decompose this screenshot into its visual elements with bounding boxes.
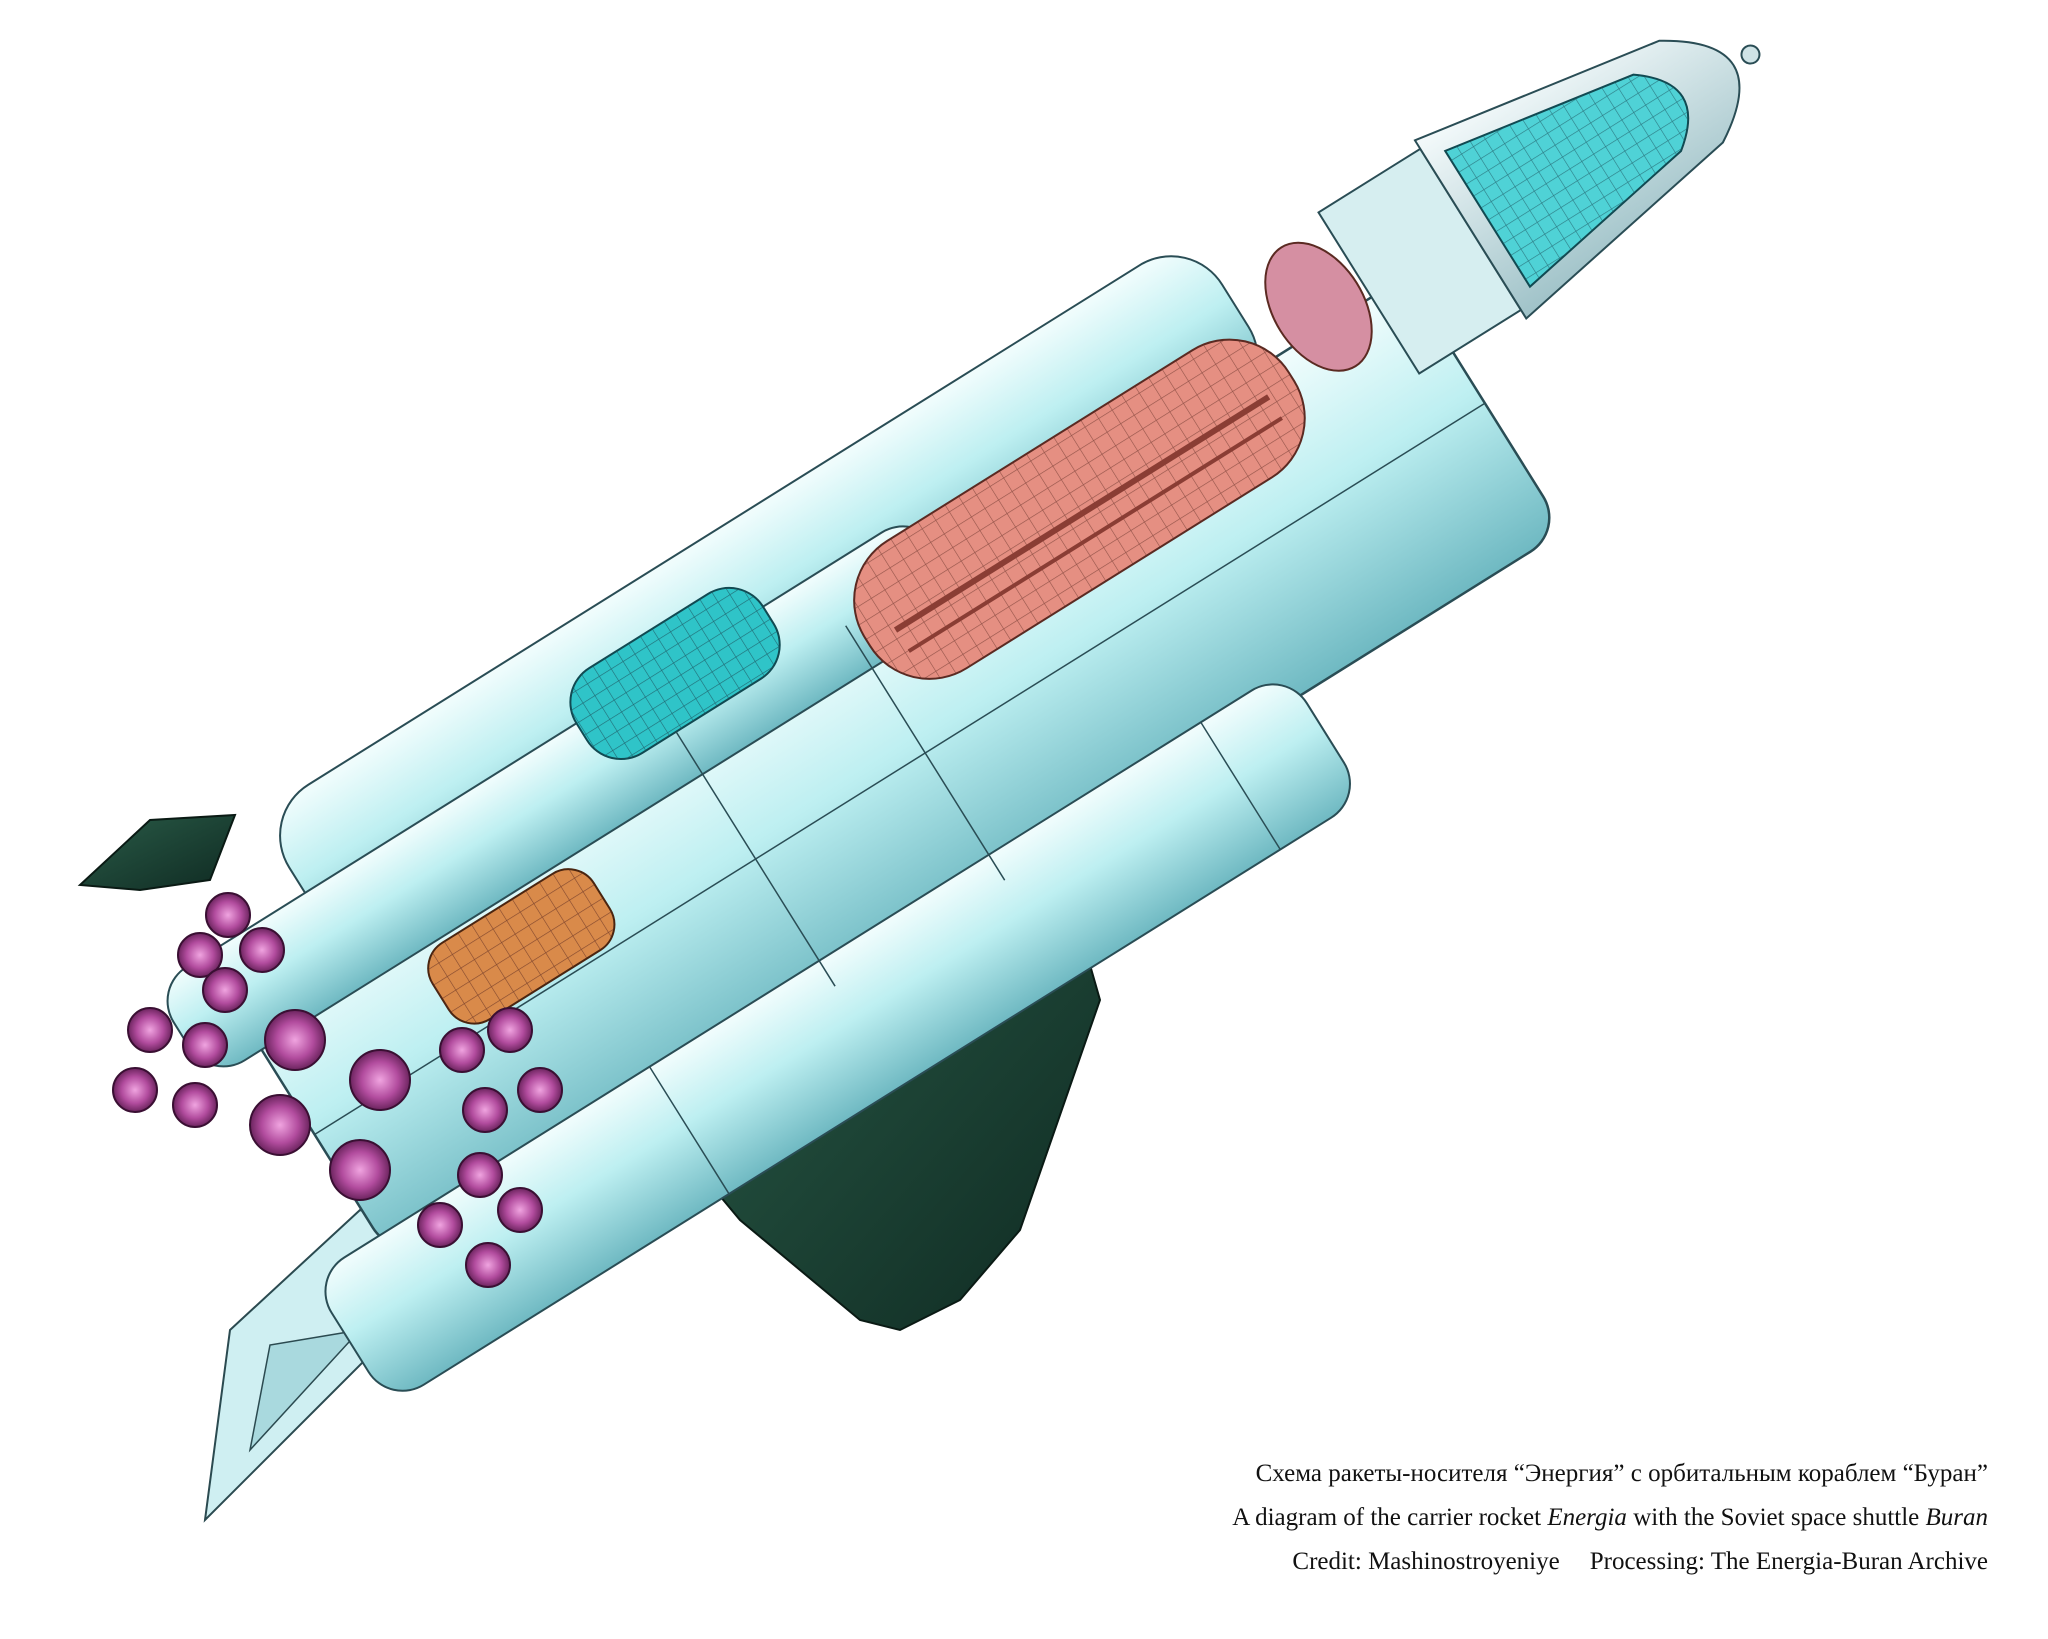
caption-english-part1: A diagram of the carrier rocket bbox=[1232, 1504, 1548, 1531]
caption: Схема ракеты-носителя “Энергия” с орбита… bbox=[1232, 1452, 1988, 1584]
caption-russian: Схема ракеты-носителя “Энергия” с орбита… bbox=[1255, 1460, 1988, 1487]
nozzle bbox=[239, 927, 285, 973]
nozzle bbox=[182, 1022, 228, 1068]
nose-tip bbox=[1740, 44, 1761, 65]
nozzle bbox=[349, 1049, 411, 1111]
caption-rocket-name: Energia bbox=[1547, 1504, 1627, 1531]
nozzle bbox=[264, 1009, 326, 1071]
shuttle-left-wing-tip bbox=[77, 813, 237, 892]
nozzle bbox=[457, 1152, 503, 1198]
nozzle bbox=[177, 932, 223, 978]
nozzle bbox=[202, 967, 248, 1013]
nozzle bbox=[497, 1187, 543, 1233]
caption-shuttle-name: Buran bbox=[1925, 1504, 1989, 1531]
credit-text: Credit: Mashinostroyeniye bbox=[1292, 1548, 1560, 1575]
nozzle bbox=[417, 1202, 463, 1248]
nozzle bbox=[127, 1007, 173, 1053]
caption-english-part2: with the Soviet space shuttle bbox=[1626, 1504, 1926, 1531]
nozzle bbox=[112, 1067, 158, 1113]
processing-text: Processing: The Energia-Buran Archive bbox=[1589, 1548, 1988, 1575]
wing-elevon bbox=[248, 1328, 363, 1453]
nozzle bbox=[462, 1087, 508, 1133]
tank-dome bbox=[1264, 241, 1373, 372]
booster-lower bbox=[324, 683, 1351, 1392]
nozzle bbox=[517, 1067, 563, 1113]
nozzle bbox=[172, 1082, 218, 1128]
nozzle bbox=[439, 1027, 485, 1073]
nozzle bbox=[249, 1094, 311, 1156]
nozzle bbox=[465, 1242, 511, 1288]
caption-english: A diagram of the carrier rocket Energia … bbox=[1232, 1496, 1988, 1540]
engine-cluster bbox=[112, 892, 563, 1288]
nozzle bbox=[329, 1139, 391, 1201]
caption-credits: Credit: Mashinostroyeniye Processing: The… bbox=[1232, 1540, 1988, 1584]
nozzle bbox=[205, 892, 251, 938]
nozzle bbox=[487, 1007, 533, 1053]
